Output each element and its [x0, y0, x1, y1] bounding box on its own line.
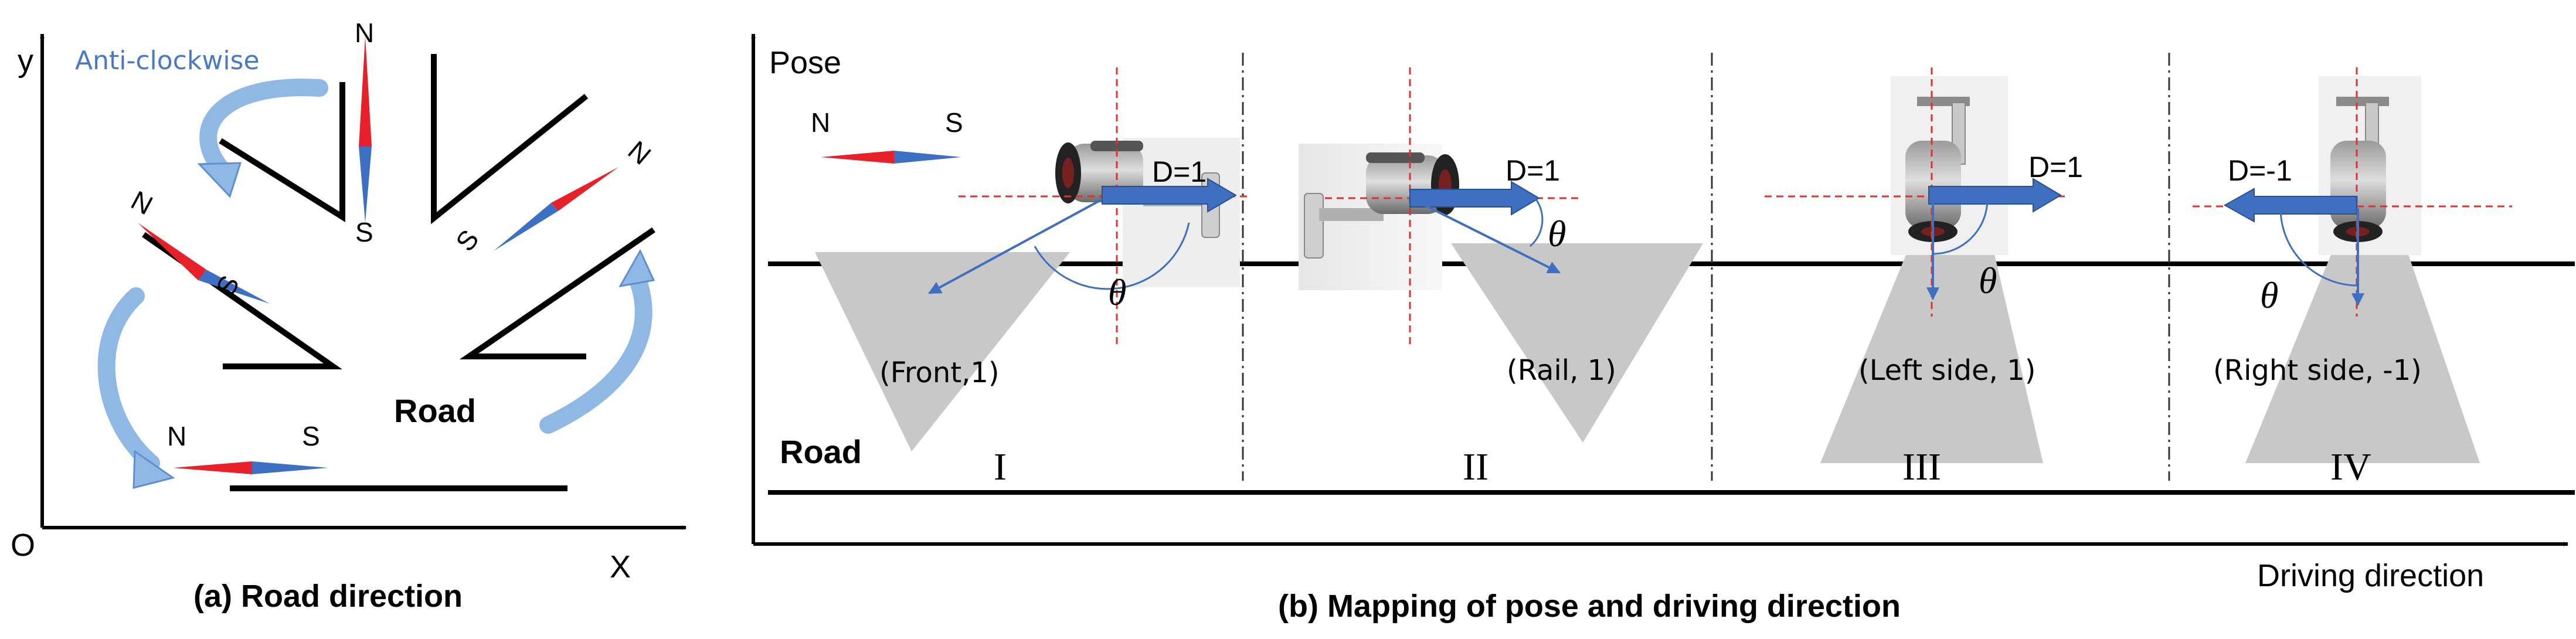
pose-vector — [928, 198, 1103, 294]
case-pose-label: (Right side, -1) — [2213, 354, 2422, 387]
case-numeral: III — [1902, 446, 1941, 488]
case-d-label: D=1 — [1506, 154, 1560, 187]
case-pose-label: (Front,1) — [879, 356, 1000, 389]
compass-needle-icon — [494, 167, 618, 251]
curved-arrow-icon — [539, 249, 655, 434]
pose-vector — [1412, 198, 1561, 274]
theta-arc — [2279, 208, 2358, 287]
case-numeral: I — [994, 446, 1007, 488]
case-left-side: θ D=1 (Left side, 1) III — [1765, 67, 2083, 488]
compass-needle-icon — [173, 461, 328, 474]
theta-arc — [1932, 199, 1989, 255]
anti-clockwise-label: Anti-clockwise — [75, 46, 260, 76]
theta-label: θ — [1979, 260, 1997, 301]
case-d-label: D=1 — [2028, 151, 2083, 183]
panel-b-y-label: Pose — [769, 45, 841, 80]
compass-needle-icon — [359, 36, 372, 223]
compass-needle-icon — [821, 151, 961, 164]
theta-label: θ — [2260, 274, 2278, 316]
panel-b-x-label: Driving direction — [2257, 558, 2484, 593]
theta-arc — [1034, 222, 1190, 290]
panel-a: y X O N S N S N S — [11, 18, 687, 614]
direction-arrow — [1102, 178, 1237, 213]
field-of-view — [2245, 249, 2480, 463]
legend-n-label: N — [811, 107, 830, 138]
case-pose-label: (Rail, 1) — [1507, 354, 1616, 387]
panel-a-road-label: Road — [394, 392, 476, 429]
case-numeral: IV — [2330, 446, 2371, 488]
curved-arrow-icon — [97, 287, 175, 489]
panel-b-road-label: Road — [780, 433, 862, 470]
case-separators — [1242, 53, 2170, 481]
panel-b: Pose Driving direction Road N S — [751, 33, 2575, 624]
field-of-view — [815, 252, 1070, 451]
compass-s-label-north: S — [355, 217, 373, 247]
case-right-side: θ D=-1 (Right side, -1) IV — [2193, 67, 2512, 488]
curved-arrow-icon — [197, 79, 328, 198]
case-numeral: II — [1463, 446, 1488, 488]
road-segment-east — [459, 227, 655, 359]
road-segment-north — [219, 82, 345, 223]
panel-a-x-label: X — [610, 549, 631, 584]
panel-b-caption: (b) Mapping of pose and driving directio… — [1278, 589, 1901, 624]
compass-n-label-west: N — [126, 185, 158, 221]
compass-needle-icon — [138, 223, 270, 304]
road-segment-north-east — [431, 54, 589, 225]
field-of-view — [1820, 249, 2043, 463]
field-of-view — [1451, 243, 1703, 443]
compass-s-label-south: S — [302, 421, 320, 451]
panel-a-caption: (a) Road direction — [193, 579, 463, 614]
case-d-label: D=1 — [1152, 155, 1207, 188]
panel-a-y-label: y — [18, 43, 33, 79]
compass-n-label-east: N — [623, 135, 657, 171]
case-front: θ D=1 (Front,1) I — [815, 67, 1249, 488]
case-pose-label: (Left side, 1) — [1858, 354, 2035, 387]
theta-label: θ — [1108, 271, 1126, 313]
theta-label: θ — [1548, 213, 1566, 254]
direction-arrow — [1928, 178, 2062, 213]
case-rail: θ D=1 (Rail, 1) II — [1299, 67, 1703, 488]
panel-a-origin-label: O — [11, 528, 35, 563]
compass-n-label-north: N — [355, 18, 374, 48]
compass-s-label-east: S — [450, 224, 485, 257]
compass-n-label-south: N — [167, 421, 186, 451]
legend-s-label: S — [945, 107, 963, 138]
camera-icon — [1905, 97, 1970, 242]
theta-arc — [1530, 199, 1544, 247]
case-d-label: D=-1 — [2228, 154, 2292, 187]
direction-arrow — [2223, 188, 2357, 223]
